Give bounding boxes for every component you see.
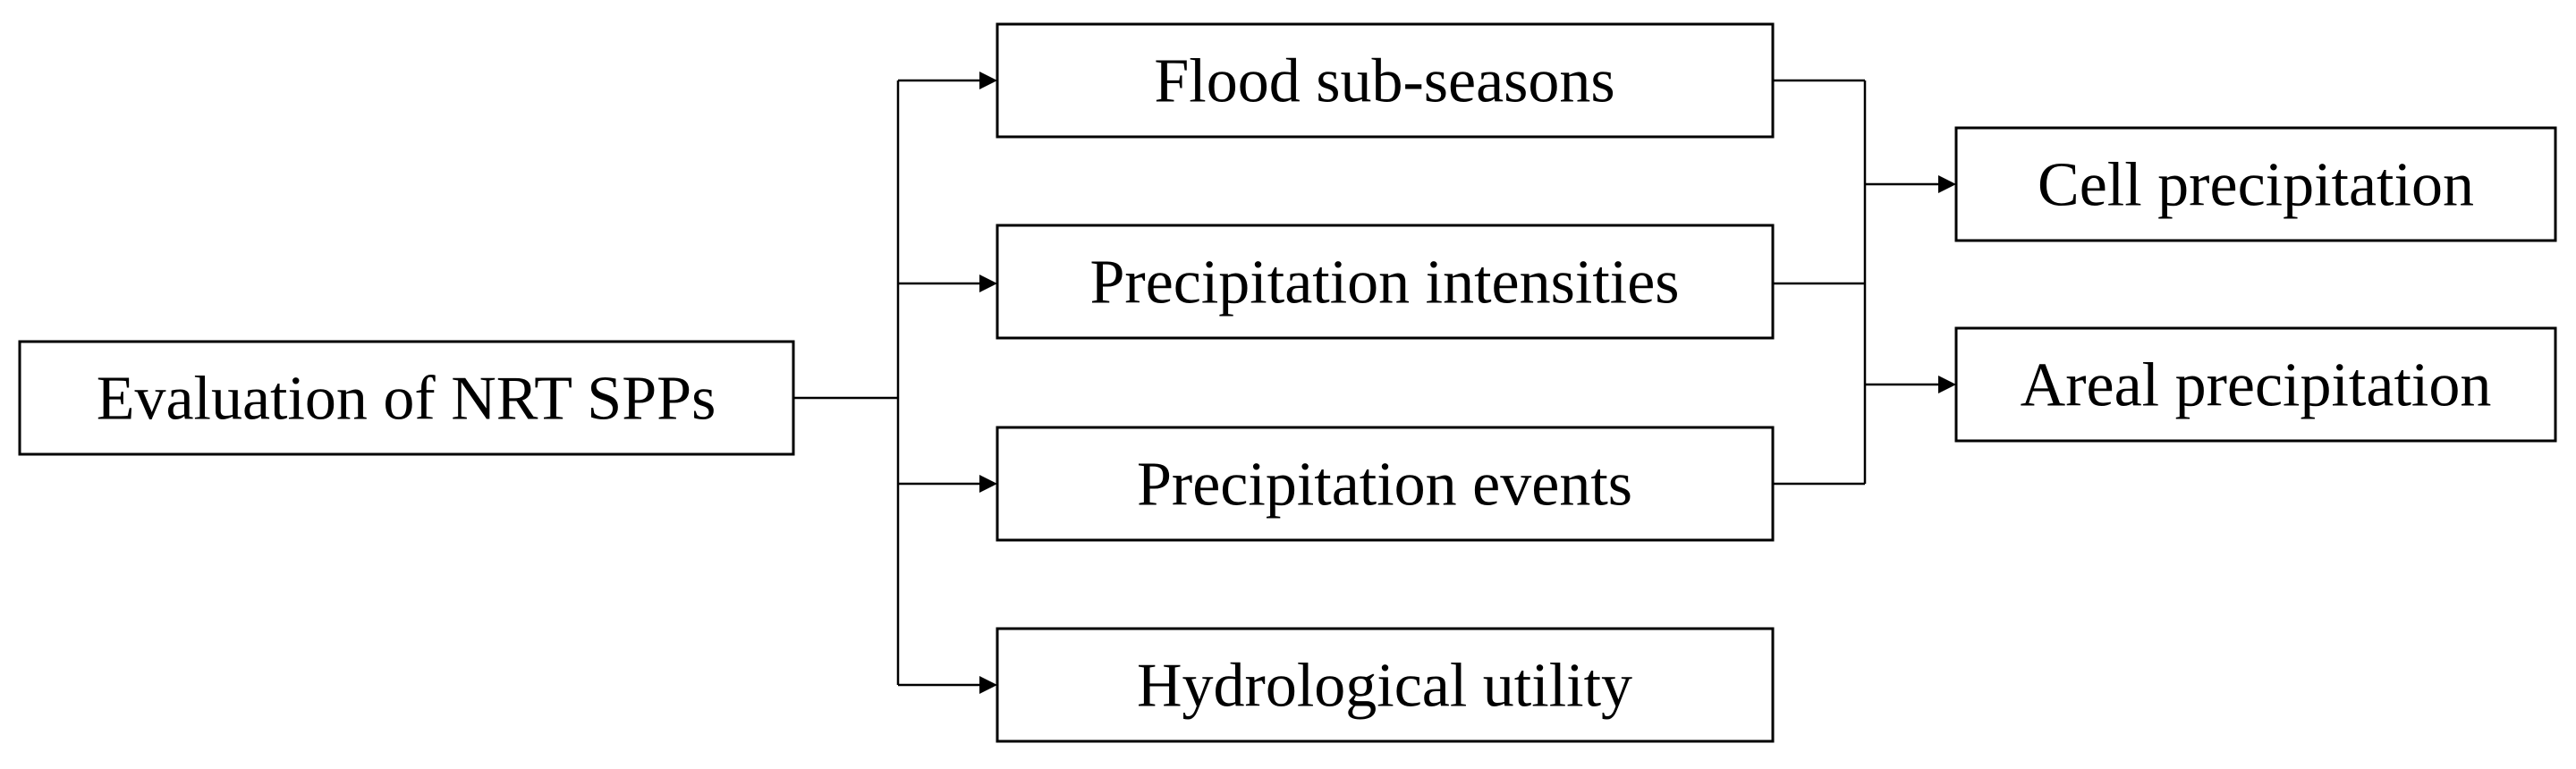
aspect-node-precipitation-events: Precipitation events — [996, 426, 1775, 542]
scale-node-box — [1954, 326, 2557, 443]
aspect-node-label: Precipitation intensities — [1089, 249, 1679, 317]
connectors-aspects-to-scales — [1773, 79, 1956, 486]
aspect-node-label: Precipitation events — [1137, 451, 1632, 520]
scale-node-label: Areal precipitation — [2021, 351, 2492, 420]
aspect-node-box — [996, 22, 1775, 139]
arrowhead-precipitation-events — [979, 475, 997, 493]
arrowhead-cell-precipitation — [1938, 175, 1956, 193]
scale-node-box — [1954, 126, 2557, 242]
arrowhead-flood-sub-seasons — [979, 72, 997, 89]
aspect-node-box — [996, 426, 1775, 542]
aspect-node-label: Flood sub-seasons — [1154, 47, 1614, 116]
aspect-node-precipitation-intensities: Precipitation intensities — [996, 224, 1775, 340]
aspect-node-flood-sub-seasons: Flood sub-seasons — [996, 22, 1775, 139]
aspect-merge-connector — [1773, 79, 1867, 486]
root-trunk-connector — [793, 80, 900, 685]
arrowhead-precipitation-intensities — [979, 275, 997, 292]
aspect-node-box — [996, 224, 1775, 340]
aspect-node-box — [996, 627, 1775, 743]
aspect-node-label: Hydrological utility — [1137, 652, 1632, 721]
root-node: Evaluation of NRT SPPs — [18, 340, 795, 456]
root-node-box — [18, 340, 795, 456]
root-node-label: Evaluation of NRT SPPs — [97, 365, 716, 434]
aspect-node-hydrological-utility: Hydrological utility — [996, 627, 1775, 743]
arrowhead-hydrological-utility — [979, 676, 997, 694]
arrowhead-areal-precipitation — [1938, 376, 1956, 393]
scale-node-cell-precipitation: Cell precipitation — [1954, 126, 2557, 242]
scale-node-label: Cell precipitation — [2038, 151, 2474, 220]
scale-node-areal-precipitation: Areal precipitation — [1954, 326, 2557, 443]
connectors-root-to-aspects — [793, 72, 997, 694]
